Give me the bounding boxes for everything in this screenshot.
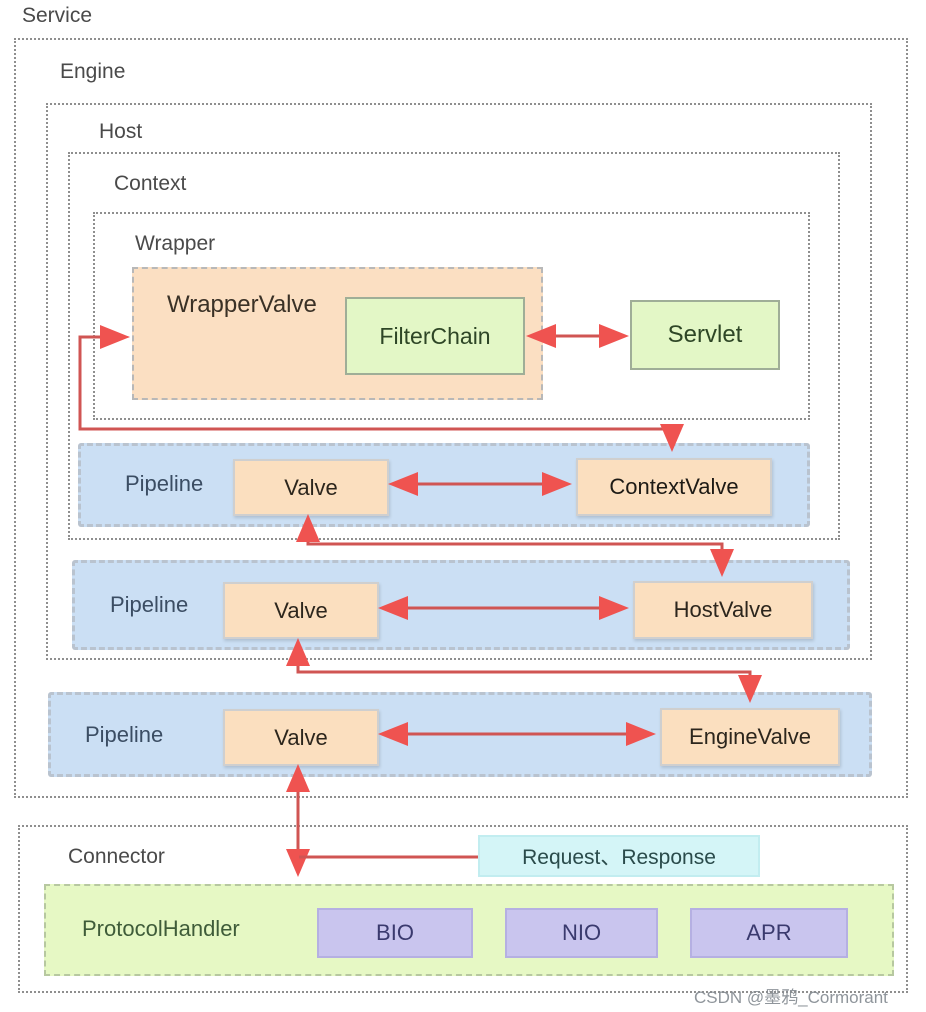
valve-label: Valve (274, 597, 328, 623)
apr-label: APR (746, 920, 792, 945)
host-valve-box: HostValve (633, 581, 813, 639)
connector-label: Connector (68, 845, 165, 868)
pipeline-host-valve: Valve (223, 582, 379, 639)
context-valve-label: ContextValve (609, 474, 739, 499)
engine-valve-label: EngineValve (689, 724, 811, 749)
bio-label: BIO (376, 920, 414, 945)
engine-label: Engine (60, 60, 126, 83)
pipeline-host: Pipeline Valve HostValve (72, 560, 850, 650)
pipeline-context: Pipeline Valve ContextValve (78, 443, 810, 527)
pipeline-context-label: Pipeline (125, 471, 204, 496)
service-label: Service (22, 4, 93, 27)
servlet-label: Servlet (667, 321, 743, 348)
valve-label: Valve (284, 474, 338, 500)
request-response-box: Request、Response (478, 835, 760, 877)
io-model-apr: APR (690, 908, 848, 958)
host-label: Host (99, 120, 143, 143)
pipeline-engine-valve: Valve (223, 709, 379, 766)
engine-container: Engine (14, 38, 908, 798)
connector-container: Connector (18, 825, 908, 993)
pipeline-engine: Pipeline Valve EngineValve (48, 692, 872, 777)
pipeline-host-label: Pipeline (110, 592, 189, 617)
wrapper-valve-label: WrapperValve (167, 291, 317, 318)
host-valve-label: HostValve (673, 597, 773, 622)
context-label: Context (114, 172, 187, 195)
filter-chain-label: FilterChain (379, 322, 491, 349)
protocol-handler-box: ProtocolHandler BIO NIO APR (44, 884, 894, 976)
pipeline-engine-label: Pipeline (85, 722, 164, 747)
pipeline-context-valve: Valve (233, 459, 389, 516)
context-valve-box: ContextValve (576, 458, 772, 516)
wrapper-valve-box: WrapperValve FilterChain (132, 267, 543, 400)
filter-chain-box: FilterChain (345, 297, 525, 375)
io-model-nio: NIO (505, 908, 658, 958)
protocol-handler-label: ProtocolHandler (82, 916, 240, 941)
io-model-bio: BIO (317, 908, 473, 958)
csdn-watermark: CSDN @墨鸦_Cormorant (694, 988, 888, 1007)
request-response-label: Request、Response (522, 846, 716, 869)
engine-valve-box: EngineValve (660, 708, 840, 766)
servlet-box: Servlet (630, 300, 780, 370)
nio-label: NIO (561, 920, 602, 945)
wrapper-label: Wrapper (135, 232, 216, 255)
valve-label: Valve (274, 724, 328, 750)
